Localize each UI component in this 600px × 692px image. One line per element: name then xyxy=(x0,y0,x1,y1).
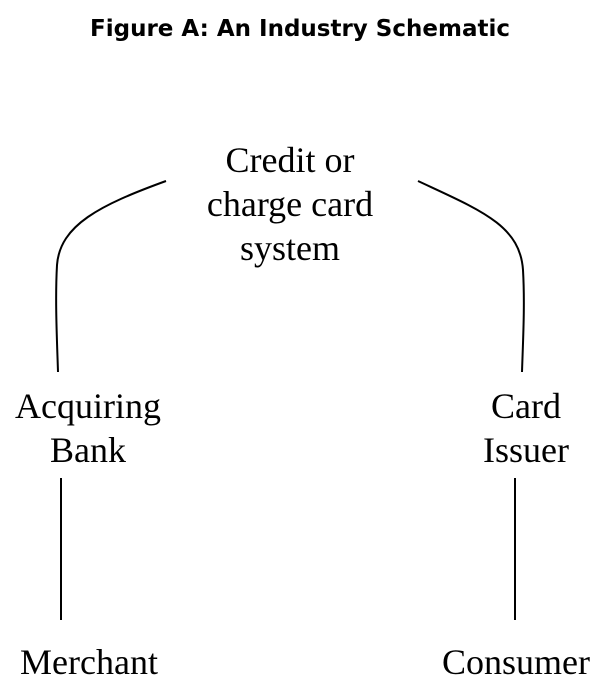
node-merchant: Merchant xyxy=(20,642,158,682)
node-card-issuer: Card Issuer xyxy=(483,386,569,470)
node-card-system: Credit or charge card system xyxy=(206,140,374,268)
connector-system-acquiring xyxy=(55,180,167,373)
node-consumer: Consumer xyxy=(442,642,590,682)
connector-system-issuer xyxy=(417,180,525,373)
node-acquiring-bank: Acquiring Bank xyxy=(15,386,161,470)
figure-title: Figure A: An Industry Schematic xyxy=(90,16,510,42)
